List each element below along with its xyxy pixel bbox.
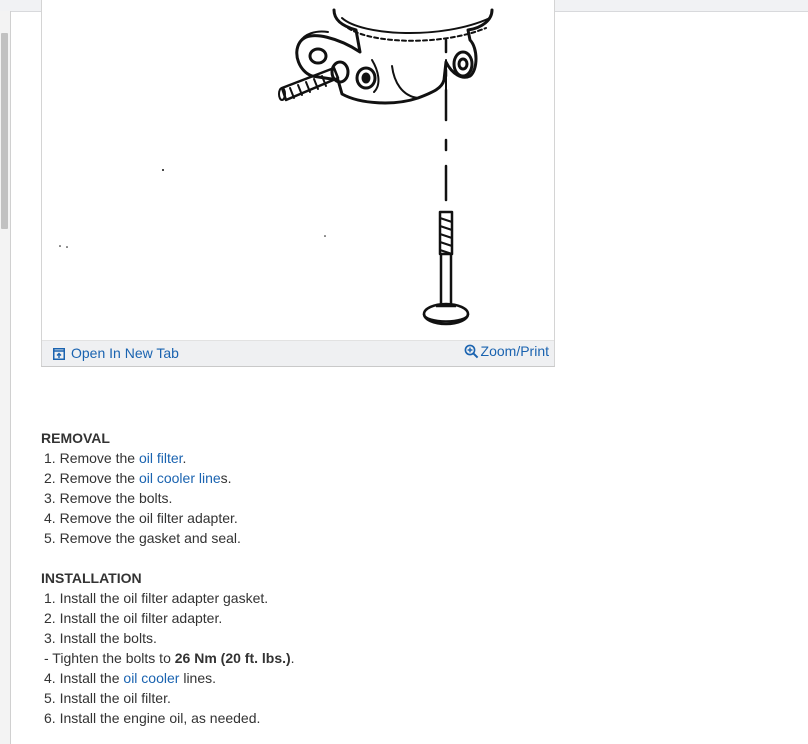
list-item: 1. Install the oil filter adapter gasket… bbox=[44, 590, 269, 606]
open-in-new-tab-label: Open In New Tab bbox=[71, 345, 179, 361]
list-item: 4. Remove the oil filter adapter. bbox=[44, 510, 238, 526]
zoom-in-icon bbox=[464, 344, 479, 359]
figure-footer: Open In New Tab Zoom/Print bbox=[42, 340, 554, 366]
torque-value: 26 Nm (20 ft. lbs.) bbox=[174, 650, 291, 666]
oil-cooler-line-link[interactable]: oil cooler line bbox=[138, 470, 221, 486]
open-new-tab-icon bbox=[53, 347, 65, 360]
list-item: 4. Install the oil cooler lines. bbox=[44, 670, 217, 686]
list-item: 6. Install the engine oil, as needed. bbox=[44, 710, 261, 726]
oil-filter-link[interactable]: oil filter bbox=[138, 450, 183, 466]
list-item: 5. Install the oil filter. bbox=[44, 690, 171, 706]
left-scrollbar[interactable] bbox=[0, 11, 11, 744]
list-item: 3. Install the bolts. bbox=[44, 630, 157, 646]
zoom-print-link[interactable]: Zoom/Print bbox=[464, 343, 549, 359]
left-scrollbar-thumb[interactable] bbox=[1, 33, 8, 229]
installation-steps: 1. Install the oil filter adapter gasket… bbox=[41, 588, 741, 728]
removal-title: REMOVAL bbox=[41, 430, 110, 446]
procedure-content: REMOVAL 1. Remove the oil filter. 2. Rem… bbox=[41, 428, 741, 728]
figure-card: Open In New Tab Zoom/Print bbox=[41, 0, 555, 367]
installation-title: INSTALLATION bbox=[41, 570, 142, 586]
list-item: 2. Install the oil filter adapter. bbox=[44, 610, 223, 626]
list-item: 1. Remove the oil filter. bbox=[44, 450, 187, 466]
list-item: 2. Remove the oil cooler lines. bbox=[44, 470, 232, 486]
oil-cooler-link[interactable]: oil cooler bbox=[123, 670, 180, 686]
list-item: 5. Remove the gasket and seal. bbox=[44, 530, 241, 546]
list-item: 3. Remove the bolts. bbox=[44, 490, 173, 506]
oil-filter-adapter-illustration bbox=[59, 8, 494, 326]
open-in-new-tab-link[interactable]: Open In New Tab bbox=[53, 345, 179, 361]
torque-substep: - Tighten the bolts to 26 Nm (20 ft. lbs… bbox=[44, 650, 295, 666]
removal-steps: 1. Remove the oil filter. 2. Remove the … bbox=[41, 448, 741, 548]
zoom-print-label: Zoom/Print bbox=[480, 343, 549, 359]
